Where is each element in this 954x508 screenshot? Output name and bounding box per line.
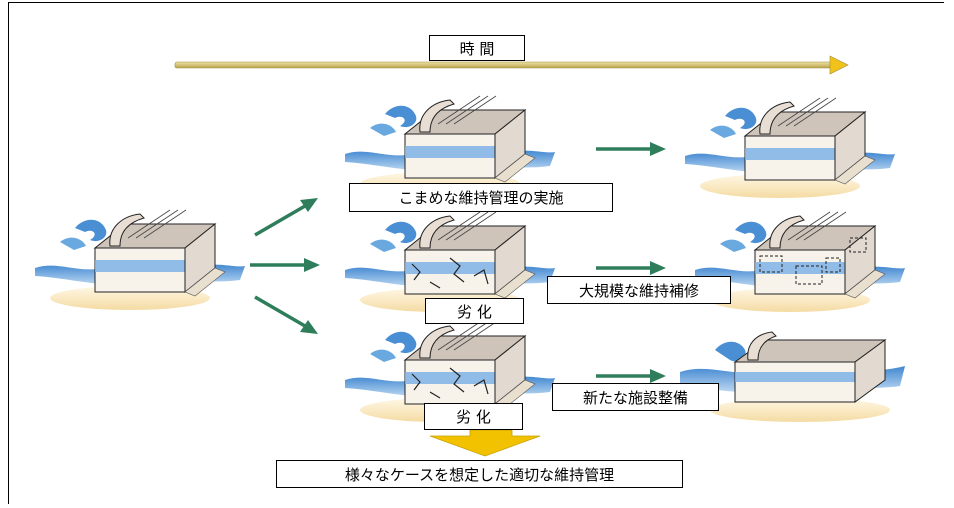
seawall-deteriorated-middle (344, 211, 556, 313)
seawall-maintained (344, 95, 556, 197)
branch-arrow-up (254, 198, 318, 237)
deterioration-label-middle: 劣 化 (425, 298, 524, 324)
seawall-initial (34, 209, 246, 311)
branch-arrow-middle (250, 258, 320, 272)
outcome-arrow-bottom (596, 369, 666, 383)
diagram-frame (8, 2, 944, 504)
major-repair-label: 大規模な維持補修 (547, 276, 731, 304)
time-label: 時 間 (429, 35, 525, 61)
careful-maintenance-label: こまめな維持管理の実施 (349, 183, 613, 212)
summary-down-arrow (429, 429, 541, 457)
outcome-arrow-top (596, 142, 666, 156)
branch-arrow-down (254, 295, 318, 334)
conclusion-label: 様々なケースを想定した適切な維持管理 (276, 460, 683, 488)
deterioration-label-bottom: 劣 化 (424, 403, 523, 430)
time-arrow (174, 55, 849, 75)
seawall-maintained-result (684, 97, 896, 199)
new-facility-label: 新たな施設整備 (552, 383, 719, 411)
seawall-new-facility (680, 331, 905, 422)
outcome-arrow-middle (596, 261, 666, 275)
